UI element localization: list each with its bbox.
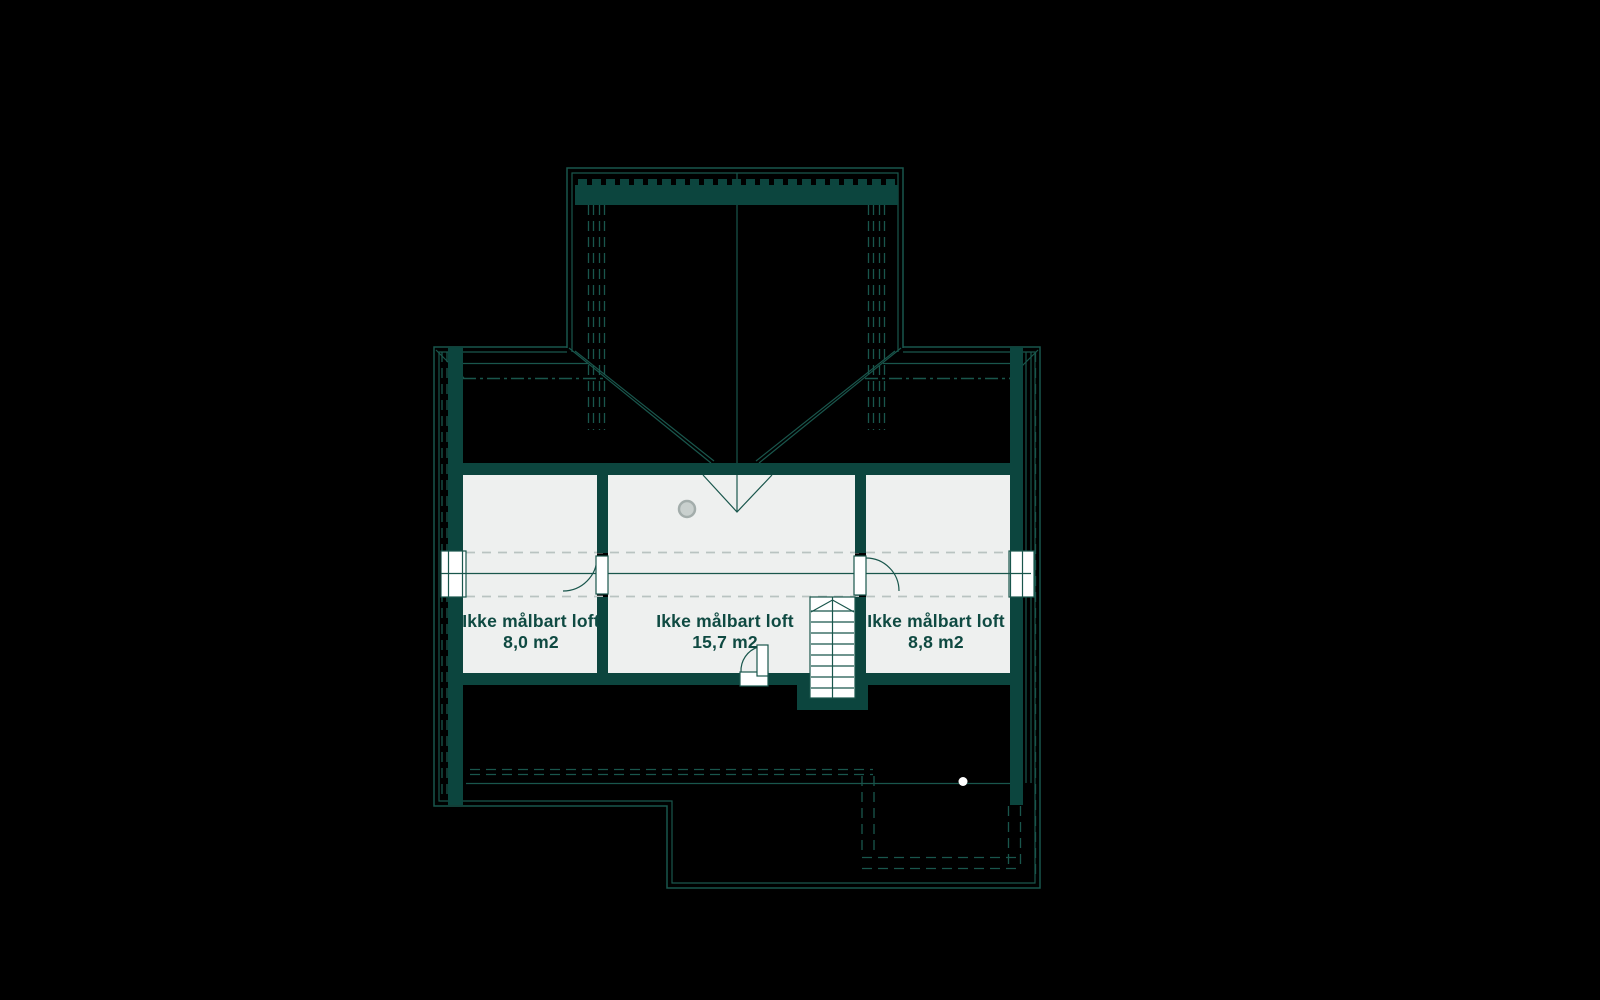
room-left-label: Ikke målbart loft [462, 611, 600, 631]
room-left-area: 8,0 m2 [503, 632, 559, 652]
wall-right-lower [1010, 597, 1023, 805]
door-left-leaf [595, 555, 609, 595]
roof-valley-left [568, 347, 712, 464]
reference-dot [958, 777, 968, 786]
room-labels: Ikke målbart loft 8,0 m2 Ikke målbart lo… [462, 611, 1005, 652]
wall-rooms-top [463, 463, 1010, 475]
below-level-dashed-outline [861, 776, 1022, 870]
stairwell-wall-bottom [797, 698, 868, 710]
stair-direction-chevron [810, 599, 855, 613]
partition-left-lower [597, 597, 608, 673]
walls [448, 347, 1023, 805]
dormer [575, 179, 898, 430]
room-middle-area: 15,7 m2 [692, 632, 758, 652]
lower-attic [466, 768, 1022, 870]
roof-apex-marker [702, 474, 773, 513]
room-middle-label: Ikke målbart loft [656, 611, 794, 631]
dormer-front-wall [575, 185, 898, 205]
wall-right-upper [1010, 347, 1023, 551]
roof-valley-right [755, 350, 896, 462]
door-bottom-swing-arc [740, 646, 759, 673]
dormer-outline-inner [571, 172, 899, 352]
room-right-label: Ikke målbart loft [867, 611, 1005, 631]
wall-rooms-bottom-2 [768, 673, 797, 685]
dormer-side-dashes [587, 205, 886, 430]
doors [562, 555, 900, 687]
wall-rooms-bottom-1 [463, 673, 740, 685]
wall-left-lower [448, 597, 463, 805]
chimney-vent-circle [677, 499, 697, 519]
partition-left-upper [597, 475, 608, 553]
wall-rooms-bottom-3 [868, 673, 1010, 685]
room-right-area: 8,8 m2 [908, 632, 964, 652]
roof-valley-right [758, 347, 902, 464]
roof-valley-left [574, 350, 715, 462]
door-right-leaf [853, 555, 867, 596]
partition-right-lower [855, 597, 866, 673]
roof-outline-outer [433, 346, 1041, 889]
door-bottom-leaf [756, 644, 769, 677]
staircase [809, 596, 856, 699]
partition-right-upper [855, 475, 866, 553]
wall-left-upper [448, 347, 463, 551]
stair-treads [811, 610, 854, 689]
door-right-swing-arc [865, 557, 900, 592]
dormer-outline-outer [566, 167, 904, 348]
